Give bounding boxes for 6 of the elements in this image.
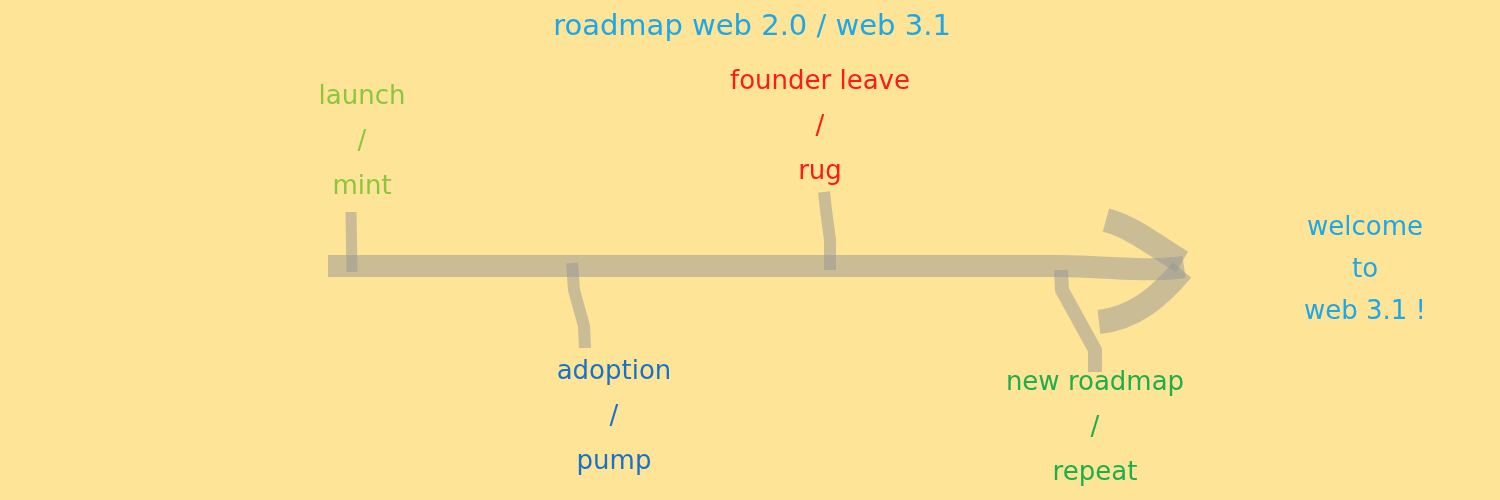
closing-message: welcome to web 3.1 ! xyxy=(1303,210,1427,327)
event-label: founder leave / rug xyxy=(730,64,910,187)
event-label: new roadmap / repeat xyxy=(1005,365,1185,488)
event-label: adoption / pump xyxy=(556,354,672,477)
title: roadmap web 2.0 / web 3.1 xyxy=(553,7,951,44)
event-label: launch / mint xyxy=(318,79,406,202)
